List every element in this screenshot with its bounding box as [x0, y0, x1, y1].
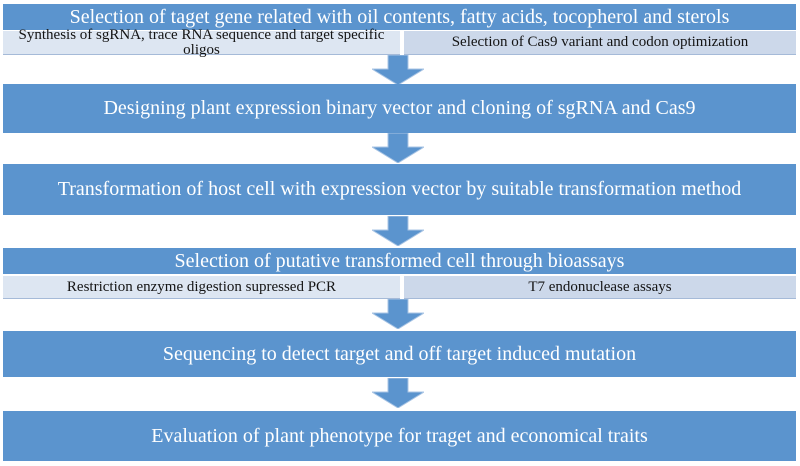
down-arrow-icon — [372, 55, 424, 85]
step1-title-bar: Selection of taget gene related with oil… — [3, 4, 796, 30]
step4-title-bar: Selection of putative transformed cell t… — [3, 248, 796, 274]
down-arrow-icon — [372, 378, 424, 408]
down-arrow-icon — [372, 299, 424, 329]
step4-sub-left-cell: Restriction enzyme digestion supressed P… — [3, 276, 400, 299]
step3-title-bar: Transformation of host cell with express… — [3, 164, 796, 215]
step6-title-bar: Evaluation of plant phenotype for traget… — [3, 411, 796, 461]
step1-sub-left-cell: Synthesis of sgRNA, trace RNA sequence a… — [3, 27, 400, 57]
step2-title-bar: Designing plant expression binary vector… — [3, 84, 796, 133]
step5-title-bar: Sequencing to detect target and off targ… — [3, 331, 796, 377]
step1-sub-right-cell: Selection of Cas9 variant and codon opti… — [404, 31, 796, 55]
down-arrow-icon — [372, 133, 424, 163]
step4-sub-right-cell: T7 endonuclease assays — [404, 276, 796, 299]
down-arrow-icon — [372, 216, 424, 246]
